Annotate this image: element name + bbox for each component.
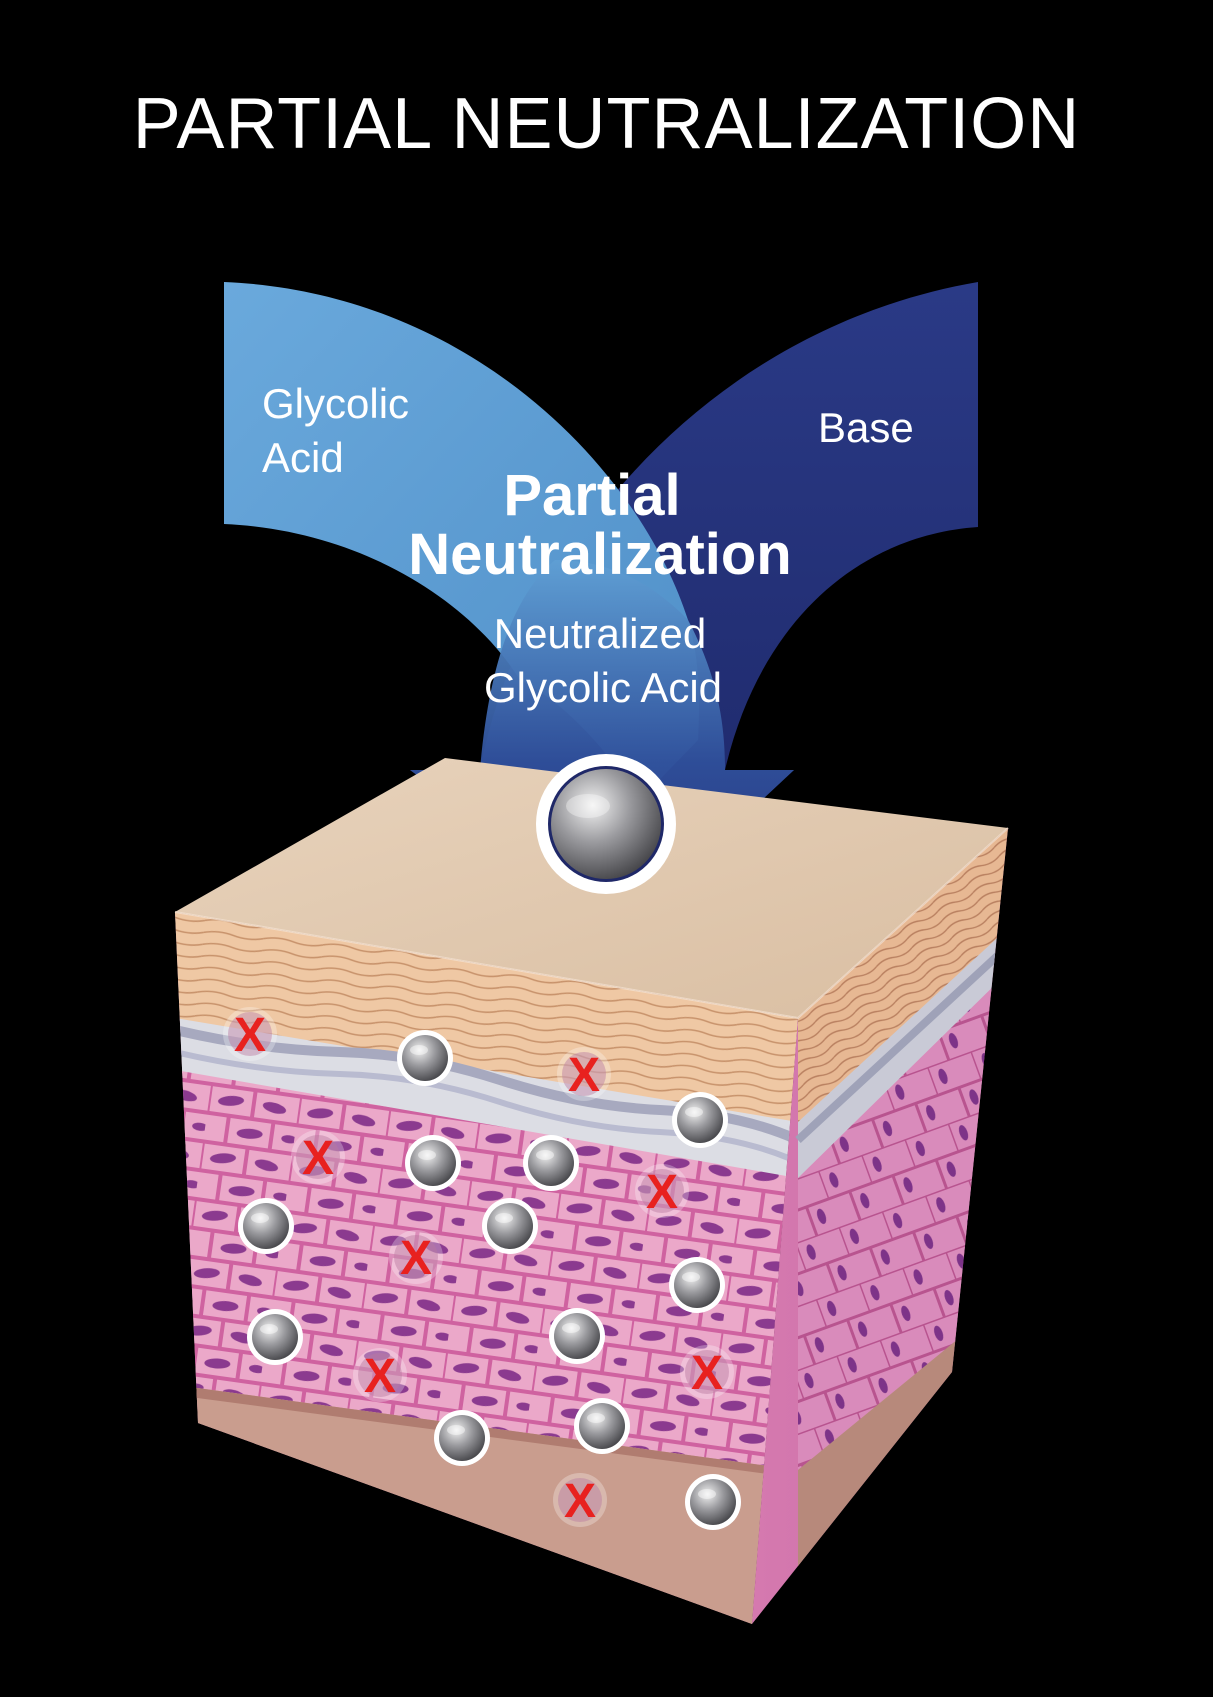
molecule-marker bbox=[238, 1198, 294, 1254]
blocked-x-label: X bbox=[646, 1166, 678, 1219]
molecule-marker bbox=[405, 1135, 461, 1191]
marker-layer: X X X X X X X X bbox=[223, 1007, 741, 1530]
blocked-x-label: X bbox=[400, 1232, 432, 1285]
molecule-marker bbox=[523, 1135, 579, 1191]
label-base: Base bbox=[818, 404, 914, 451]
label-acid-line2: Acid bbox=[262, 434, 344, 481]
blocked-x-label: X bbox=[568, 1049, 600, 1102]
blocked-x-icon: X bbox=[291, 1130, 345, 1185]
blocked-x-icon: X bbox=[223, 1007, 277, 1062]
molecule-marker bbox=[247, 1309, 303, 1365]
blocked-x-label: X bbox=[691, 1347, 723, 1400]
blocked-x-label: X bbox=[234, 1009, 266, 1062]
blocked-x-icon: X bbox=[635, 1164, 689, 1219]
molecule-marker bbox=[669, 1257, 725, 1313]
molecule-marker bbox=[685, 1474, 741, 1530]
molecule-marker bbox=[672, 1092, 728, 1148]
blocked-x-label: X bbox=[364, 1350, 396, 1403]
molecule-marker bbox=[482, 1198, 538, 1254]
label-product-line1: Neutralized bbox=[494, 610, 706, 657]
blocked-x-icon: X bbox=[353, 1348, 407, 1403]
molecule-marker bbox=[574, 1398, 630, 1454]
molecule-marker bbox=[434, 1410, 490, 1466]
blocked-x-icon: X bbox=[553, 1473, 607, 1528]
label-product-line2: Glycolic Acid bbox=[484, 664, 722, 711]
blocked-x-icon: X bbox=[389, 1230, 443, 1285]
blocked-x-icon: X bbox=[557, 1047, 611, 1102]
label-process-line2: Neutralization bbox=[408, 522, 792, 587]
molecule-marker bbox=[397, 1030, 453, 1086]
molecule-icon bbox=[536, 754, 676, 894]
page-title: PARTIAL NEUTRALIZATION bbox=[132, 84, 1081, 164]
label-process-line1: Partial bbox=[503, 463, 680, 528]
label-acid-line1: Glycolic bbox=[262, 380, 409, 427]
blocked-x-icon: X bbox=[680, 1345, 734, 1400]
molecule-marker bbox=[549, 1308, 605, 1364]
blocked-x-label: X bbox=[564, 1475, 596, 1528]
blocked-x-label: X bbox=[302, 1132, 334, 1185]
